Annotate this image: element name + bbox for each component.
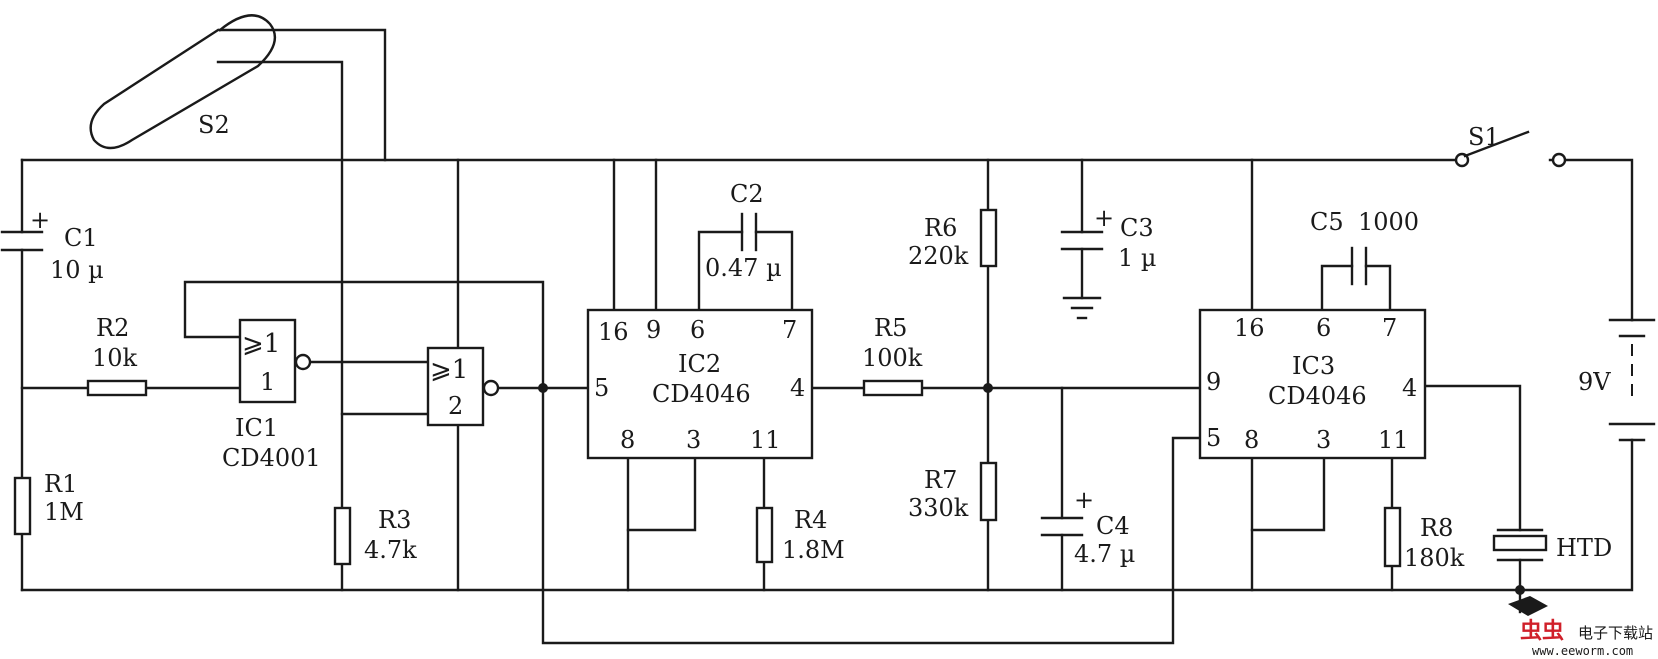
ic3-pin11: 11 [1378,426,1409,454]
r6-label: R6 [924,214,957,242]
junctions [538,383,1525,595]
capacitor-c1: + C1 10 µ [0,206,104,284]
ic2-part: CD4046 [652,380,751,408]
ic3-pin7: 7 [1382,314,1397,342]
c2-value: 0.47 µ [705,254,782,282]
c4-label: C4 [1096,512,1130,540]
r1-value: 1M [44,498,84,526]
ic2-pin7: 7 [782,316,797,344]
ic2-pin16: 16 [598,318,629,346]
ic1-part: CD4001 [222,444,321,472]
r5-value: 100k [862,344,923,372]
resistor-r3: R3 4.7k [333,506,417,566]
battery-label: 9V [1578,368,1611,396]
c4-plus: + [1074,486,1094,514]
ic2-pin9: 9 [646,316,661,344]
r6-value: 220k [908,242,969,270]
c5-value: 1000 [1358,208,1419,236]
switch-s1: S1 [1454,123,1567,168]
junction-dot [983,383,993,393]
resistor-r4: R4 1.8M [755,506,845,564]
capacitor-c4: + C4 4.7 µ [1040,486,1135,568]
c3-value: 1 µ [1118,244,1157,272]
resistor-r8: R8 180k [1383,506,1465,572]
c1-plus: + [30,206,50,234]
c1-value: 10 µ [50,256,104,284]
c4-value: 4.7 µ [1074,540,1135,568]
ic3-pin6: 6 [1316,314,1331,342]
wires [20,28,1634,645]
mortarboard-icon [1508,596,1548,616]
r4-label: R4 [794,506,827,534]
resistor-r1: R1 1M [13,470,84,536]
gate1-symbol: ⩾1 [242,329,280,359]
c3-label: C3 [1120,214,1154,242]
ic2-pin4: 4 [790,374,805,402]
gate1-number: 1 [260,368,275,396]
ic3-pin9: 9 [1206,368,1221,396]
watermark-url: www.eeworm.com [1532,644,1633,658]
r2-value: 10k [92,344,138,372]
r7-value: 330k [908,494,969,522]
r4-value: 1.8M [782,536,845,564]
ic3-pin5: 5 [1206,424,1221,452]
resistor-r5: R5 100k [862,314,924,397]
ic1-label: IC1 [235,414,278,442]
junction-dot [1515,585,1525,595]
ic3-pin8: 8 [1244,426,1259,454]
c5-label: C5 [1310,208,1344,236]
s2-label: S2 [198,111,230,139]
ic2-pin6: 6 [690,316,705,344]
htd-label: HTD [1556,534,1612,562]
r8-value: 180k [1404,544,1465,572]
ic2-pin5: 5 [594,374,609,402]
watermark: 虫虫 电子下载站 www.eeworm.com [1508,596,1653,658]
htd-buzzer: HTD [1492,528,1612,562]
ic2-label: IC2 [678,350,721,378]
resistor-r6: R6 220k [908,208,998,270]
ic2-pin3: 3 [686,426,701,454]
s1-label: S1 [1468,123,1500,151]
r3-label: R3 [378,506,411,534]
r2-label: R2 [96,314,129,342]
r7-label: R7 [924,466,957,494]
watermark-name: 电子下载站 [1578,624,1653,642]
resistor-r2: R2 10k [86,314,148,397]
gate2-number: 2 [448,392,463,420]
gate2-symbol: ⩾1 [430,355,468,385]
nor-gate-1: ⩾1 1 IC1 CD4001 [222,318,321,472]
ic2-cd4046: 16 9 6 7 5 4 8 3 11 IC2 CD4046 [586,308,814,460]
s2-touch-plate: S2 [89,14,277,150]
ic3-cd4046: 16 6 7 9 5 4 8 3 11 IC3 CD4046 [1198,308,1427,460]
r3-value: 4.7k [364,536,417,564]
capacitor-c3: + C3 1 µ [1060,204,1157,320]
r5-label: R5 [874,314,907,342]
watermark-logo: 虫虫 [1520,618,1564,644]
junction-dot [538,383,548,393]
capacitor-c2: C2 0.47 µ [705,180,782,282]
ic3-label: IC3 [1292,352,1335,380]
ic2-pin11: 11 [750,426,781,454]
capacitor-c5: C5 1000 [1310,208,1419,286]
ic3-part: CD4046 [1268,382,1367,410]
ic2-pin8: 8 [620,426,635,454]
r8-label: R8 [1420,514,1453,542]
c1-label: C1 [64,224,98,252]
battery-9v: 9V [1578,318,1656,442]
nor-gate-2: ⩾1 2 [426,346,500,427]
ic3-pin3: 3 [1316,426,1331,454]
c3-plus: + [1094,204,1114,232]
r1-label: R1 [44,470,77,498]
resistor-r7: R7 330k [908,461,998,522]
ic3-pin16: 16 [1234,314,1265,342]
ic3-pin4: 4 [1402,374,1417,402]
c2-label: C2 [730,180,764,208]
